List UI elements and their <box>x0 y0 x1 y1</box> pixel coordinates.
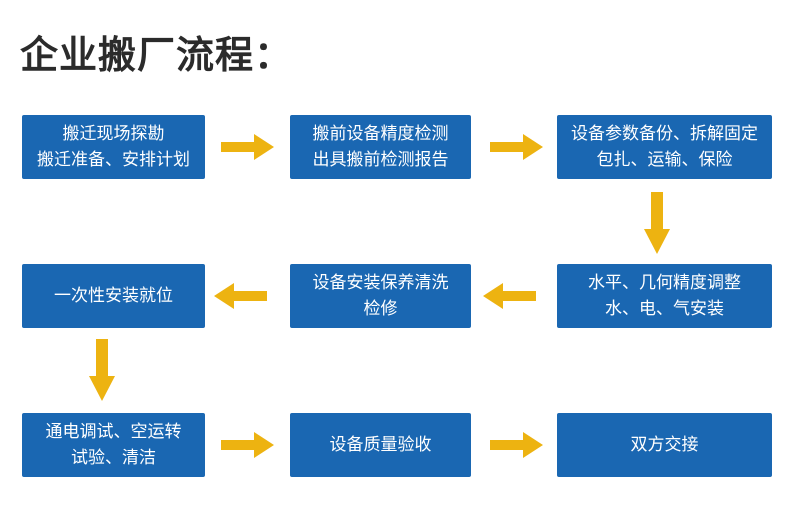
step-5-box: 设备安装保养清洗 检修 <box>290 264 471 328</box>
step-5-line-1: 设备安装保养清洗 <box>312 272 449 292</box>
step-2-line-1: 搬前设备精度检测 <box>312 123 449 143</box>
step-1-line-2: 搬迁准备、安排计划 <box>37 150 190 169</box>
step-6-box: 一次性安装就位 <box>22 264 205 328</box>
step-2-box: 搬前设备精度检测 出具搬前检测报告 <box>290 115 471 179</box>
step-4-box: 水平、几何精度调整 水、电、气安装 <box>557 264 772 328</box>
step-9-box: 双方交接 <box>557 413 772 477</box>
step-3-box: 设备参数备份、拆解固定 包扎、运输、保险 <box>557 115 772 179</box>
arrow-left-icon <box>483 283 536 309</box>
step-7-line-1: 通电调试、空运转 <box>45 421 182 441</box>
step-8-box: 设备质量验收 <box>290 413 471 477</box>
step-1-box: 搬迁现场探勘 搬迁准备、安排计划 <box>22 115 205 179</box>
step-6-line-1: 一次性安装就位 <box>54 285 173 305</box>
step-4-line-1: 水平、几何精度调整 <box>588 272 741 292</box>
arrow-right-icon <box>490 432 543 458</box>
arrow-right-icon <box>221 134 274 160</box>
step-9-line-1: 双方交接 <box>630 434 699 454</box>
arrow-down-icon <box>644 192 670 254</box>
step-7-box: 通电调试、空运转 试验、清洁 <box>22 413 205 477</box>
step-5-line-2: 检修 <box>363 299 398 318</box>
arrow-right-icon <box>490 134 543 160</box>
page-title: 企业搬厂流程： <box>20 35 294 77</box>
arrow-down-icon <box>89 339 115 401</box>
step-3-line-2: 包扎、运输、保险 <box>596 150 733 169</box>
step-1-line-1: 搬迁现场探勘 <box>62 123 165 143</box>
step-2-line-2: 出具搬前检测报告 <box>312 150 449 169</box>
arrow-right-icon <box>221 432 274 458</box>
step-7-line-2: 试验、清洁 <box>71 448 156 467</box>
step-3-line-1: 设备参数备份、拆解固定 <box>571 123 758 143</box>
step-8-line-1: 设备质量验收 <box>329 434 432 454</box>
step-4-line-2: 水、电、气安装 <box>605 299 724 318</box>
arrow-left-icon <box>214 283 267 309</box>
